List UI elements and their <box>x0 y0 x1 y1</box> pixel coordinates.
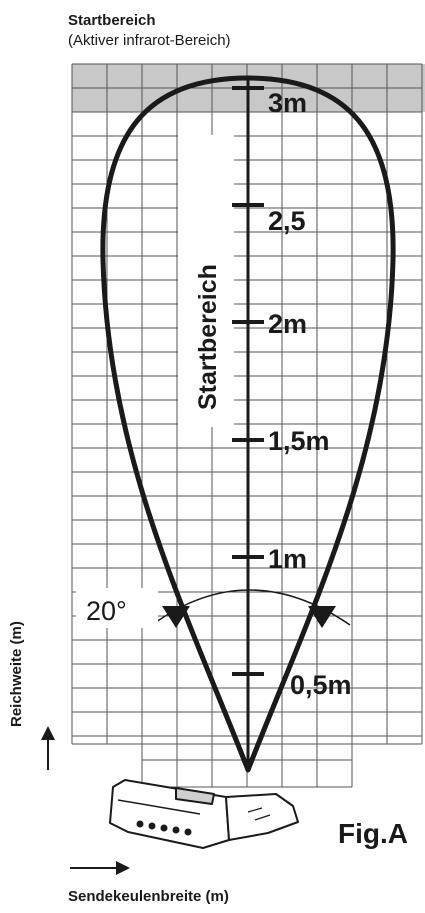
header-subtitle: (Aktiver infrarot-Bereich) <box>68 32 231 49</box>
tick-marks <box>232 86 264 676</box>
figure-label: Fig.A <box>338 818 408 849</box>
tick-label-0-5m: 0,5m <box>290 670 352 700</box>
label-mask <box>178 135 234 427</box>
angle-marker-left <box>162 606 190 628</box>
x-axis-label: Sendekeulenbreite (m) <box>68 888 229 905</box>
angle-marker-right <box>308 606 336 628</box>
vertical-range-label: Startbereich <box>194 264 222 410</box>
tick-label-1m: 1m <box>268 544 307 574</box>
header-title: Startbereich <box>68 12 156 29</box>
tick-label-2-5: 2,5 <box>268 206 306 236</box>
tick-label-1-5m: 1,5m <box>268 426 330 456</box>
thermometer-device <box>109 779 299 849</box>
x-direction-arrow <box>70 861 130 875</box>
angle-label-box <box>76 588 158 628</box>
tick-label-3m: 3m <box>268 88 307 118</box>
y-axis-label: Reichweite (m) <box>8 621 25 727</box>
y-direction-arrow <box>41 726 55 770</box>
angle-label: 20° <box>86 596 127 626</box>
tick-label-2m: 2m <box>268 309 307 339</box>
